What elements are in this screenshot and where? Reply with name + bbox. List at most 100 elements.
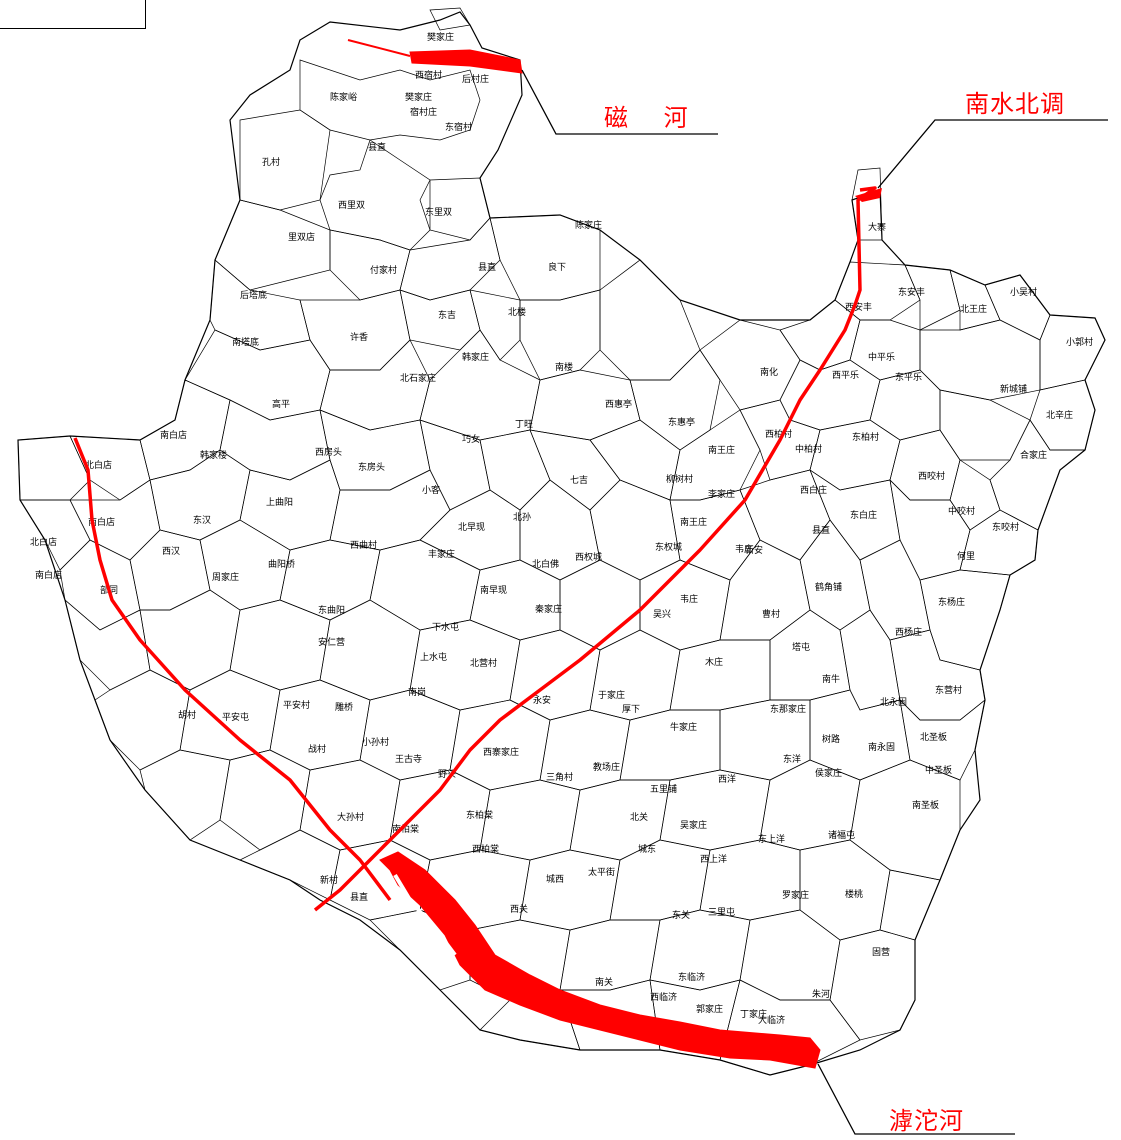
village-label: 新村 — [320, 874, 338, 886]
village-label: 雕桥 — [335, 701, 353, 713]
village-label: 南岗 — [408, 686, 426, 698]
village-label: 西洋 — [718, 773, 736, 785]
village-label: 柳树村 — [666, 473, 693, 485]
village-label: 东那家庄 — [770, 703, 806, 715]
village-label: 东洋 — [783, 753, 801, 765]
village-label: 东权城 — [655, 541, 682, 553]
western-canal — [73, 437, 392, 902]
village-label: 小吴村 — [1010, 286, 1037, 298]
village-label: 西平乐 — [832, 369, 859, 381]
village-label: 东柏村 — [852, 431, 879, 443]
village-label: 七吉 — [570, 475, 588, 486]
village-label: 东咬村 — [992, 521, 1019, 533]
village-label: 韩家庄 — [462, 351, 489, 363]
village-label: 付家村 — [370, 264, 397, 276]
village-label: 高平 — [272, 398, 290, 410]
village-label: 樊家庄 — [427, 31, 454, 43]
village-label: 韦庄 — [735, 543, 753, 555]
village-label: 下水屯 — [432, 621, 459, 633]
village-label: 南楼 — [555, 361, 573, 373]
village-label: 东安丰 — [898, 286, 925, 298]
village-boundaries — [17, 7, 1106, 1076]
village-label: 安仁营 — [318, 636, 345, 648]
village-label: 北永固 — [880, 696, 907, 708]
village-label: 东里双 — [425, 206, 452, 218]
village-label: 中平乐 — [868, 351, 895, 363]
village-label: 西汉 — [162, 546, 180, 557]
village-label: 南王庄 — [708, 444, 735, 456]
village-label: 县直 — [478, 261, 496, 273]
legend-frame — [0, 0, 146, 29]
village-label: 中咬村 — [948, 505, 975, 517]
village-label: 小郭村 — [1066, 336, 1093, 348]
village-label: 里双店 — [288, 231, 315, 243]
village-label: 小孙村 — [362, 736, 389, 748]
village-label: 后塔底 — [240, 289, 267, 301]
village-label: 朱河 — [812, 988, 830, 1000]
village-label: 县直 — [368, 141, 386, 153]
village-label: 南化 — [760, 366, 778, 378]
village-label: 五里铺 — [650, 783, 677, 795]
village-label: 小客 — [422, 484, 440, 496]
village-label: 西柏棠 — [472, 843, 499, 855]
village-label: 李家庄 — [708, 488, 735, 500]
village-label: 中圣板 — [925, 764, 952, 776]
village-label: 塔屯 — [792, 641, 810, 653]
village-label: 新城铺 — [1000, 383, 1027, 395]
village-label: 西惠亭 — [605, 398, 632, 410]
village-label: 东营村 — [935, 684, 962, 696]
village-label: 树路 — [822, 733, 840, 745]
village-label: 县直 — [350, 891, 368, 903]
village-label: 北圣板 — [920, 731, 947, 743]
village-label: 南圣板 — [912, 799, 939, 811]
village-label: 东惠亭 — [668, 416, 695, 428]
village-label: 郭家庄 — [696, 1003, 723, 1015]
village-label: 巧女 — [462, 433, 480, 445]
village-label: 东曲阳 — [318, 604, 345, 616]
village-label: 北孙 — [513, 511, 531, 523]
village-label: 木庄 — [705, 656, 723, 668]
village-label: 东汉 — [193, 514, 211, 526]
village-label: 北王庄 — [960, 303, 987, 315]
cihe-label: 磁 河 — [604, 104, 702, 132]
village-label: 新安 — [745, 544, 763, 556]
village-label: 西寨家庄 — [483, 746, 519, 758]
village-label: 战村 — [308, 743, 326, 755]
village-label: 东平乐 — [895, 371, 922, 383]
village-label: 西权城 — [575, 551, 602, 563]
cihe-river — [409, 49, 523, 74]
village-label: 牛家庄 — [670, 721, 697, 733]
village-label: 东临济 — [678, 971, 705, 983]
village-label: 樊家庄 — [405, 91, 432, 103]
village-label: 西柏村 — [765, 428, 792, 440]
village-label: 上曲阳 — [266, 497, 293, 508]
village-labels: 樊家庄 西宿村 后村庄 陈家峪 樊家庄 宿村庄 东宿村 孔村 县直 西里双 东里… — [30, 31, 1093, 1026]
village-label: 县直 — [812, 524, 830, 536]
village-label: 南王庄 — [680, 516, 707, 528]
village-label: 北早现 — [458, 522, 485, 533]
hutuo-river-label: 滹沱河 — [889, 1107, 964, 1135]
village-label: 西白庄 — [800, 484, 827, 496]
village-label: 东宿村 — [445, 121, 472, 133]
village-label: 北营村 — [470, 657, 497, 669]
village-label: 北辛庄 — [1046, 409, 1073, 421]
village-label: 西咬村 — [918, 470, 945, 482]
village-label: 厚下 — [622, 704, 640, 715]
village-label: 何里 — [957, 550, 975, 562]
village-label: 周家庄 — [212, 571, 239, 583]
village-label: 后村庄 — [462, 73, 489, 85]
village-label: 南永固 — [868, 741, 895, 753]
village-label: 永安 — [533, 694, 551, 706]
village-label: 西关 — [510, 903, 528, 915]
village-label: 大临济 — [758, 1014, 785, 1026]
village-label: 南塔底 — [232, 336, 259, 348]
village-label: 东上洋 — [758, 833, 785, 845]
village-label: 许香 — [350, 331, 368, 343]
village-label: 大寨 — [868, 221, 886, 233]
village-label: 三角村 — [546, 771, 573, 783]
village-label: 胡村 — [178, 709, 196, 721]
village-label: 韦庄 — [680, 593, 698, 605]
village-label: 北楼 — [508, 306, 526, 318]
